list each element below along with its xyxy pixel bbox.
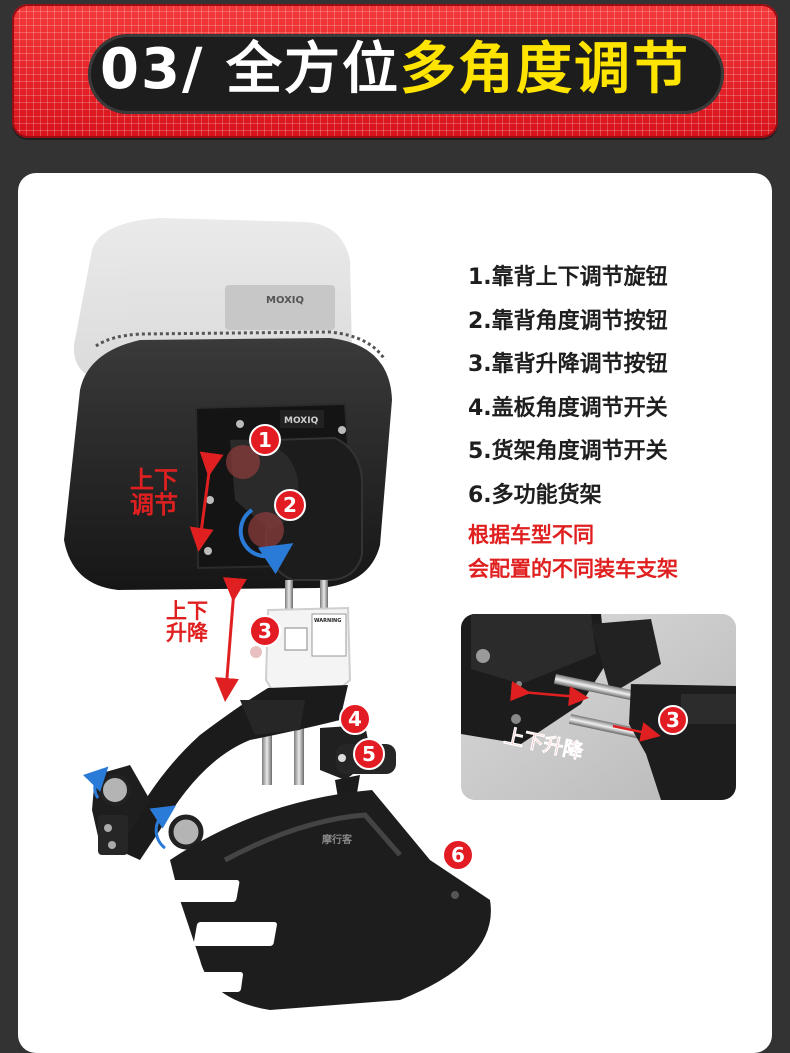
marker-4: 4 <box>339 703 371 735</box>
marker-1: 1 <box>249 424 281 456</box>
feature-item-2: 2.靠背角度调节按钮 <box>468 308 668 334</box>
svg-text:4: 4 <box>348 707 362 731</box>
plate-brand-logo: MOXIQ <box>284 416 319 426</box>
ghost-brand-logo: MOXIQ <box>266 295 304 306</box>
title-white: 全方位 <box>225 37 400 102</box>
svg-text:3: 3 <box>258 619 272 643</box>
hinge-knob-center <box>168 814 204 850</box>
marker-5: 5 <box>353 738 385 770</box>
svg-text:3: 3 <box>666 708 680 732</box>
svg-text:2: 2 <box>283 493 297 517</box>
marker-6: 6 <box>442 839 474 871</box>
feature-list: 1.靠背上下调节旋钮 2.靠背角度调节按钮 3.靠背升降调节按钮 4.盖板角度调… <box>468 256 768 586</box>
warning-label: WARNING <box>314 618 341 624</box>
callout-adjust-updown: 上下 调节 <box>130 466 178 520</box>
feature-note-2: 会配置的不同装车支架 <box>468 556 678 581</box>
callout-lift-updown: 上下 升降 <box>166 599 208 646</box>
page-title: 03/ 全方位多角度调节 <box>0 42 790 98</box>
hinge-knob-left <box>99 774 131 806</box>
feature-item-3: 3.靠背升降调节按钮 <box>468 352 668 378</box>
feature-item-4: 4.盖板角度调节开关 <box>468 395 668 421</box>
marker-3: 3 <box>249 615 281 647</box>
title-pill <box>88 34 724 114</box>
svg-text:5: 5 <box>362 742 376 766</box>
marker-2: 2 <box>274 489 306 521</box>
feature-item-5: 5.货架角度调节开关 <box>468 439 668 465</box>
feature-note-1: 根据车型不同 <box>468 522 594 547</box>
title-yellow: 多角度调节 <box>399 37 690 102</box>
feature-item-1: 1.靠背上下调节旋钮 <box>468 265 668 290</box>
svg-text:6: 6 <box>451 843 465 867</box>
svg-text:1: 1 <box>258 428 272 452</box>
inset-marker-3 <box>658 705 688 735</box>
inset-illustration: 3 上下升降 <box>461 614 736 800</box>
title-number: 03/ <box>100 37 205 102</box>
rack-brand-logo: 摩行客 <box>322 833 353 846</box>
inset-detail-photo: 3 上下升降 <box>461 614 736 800</box>
header-banner <box>12 4 778 138</box>
feature-item-6: 6.多功能货架 <box>468 482 602 508</box>
